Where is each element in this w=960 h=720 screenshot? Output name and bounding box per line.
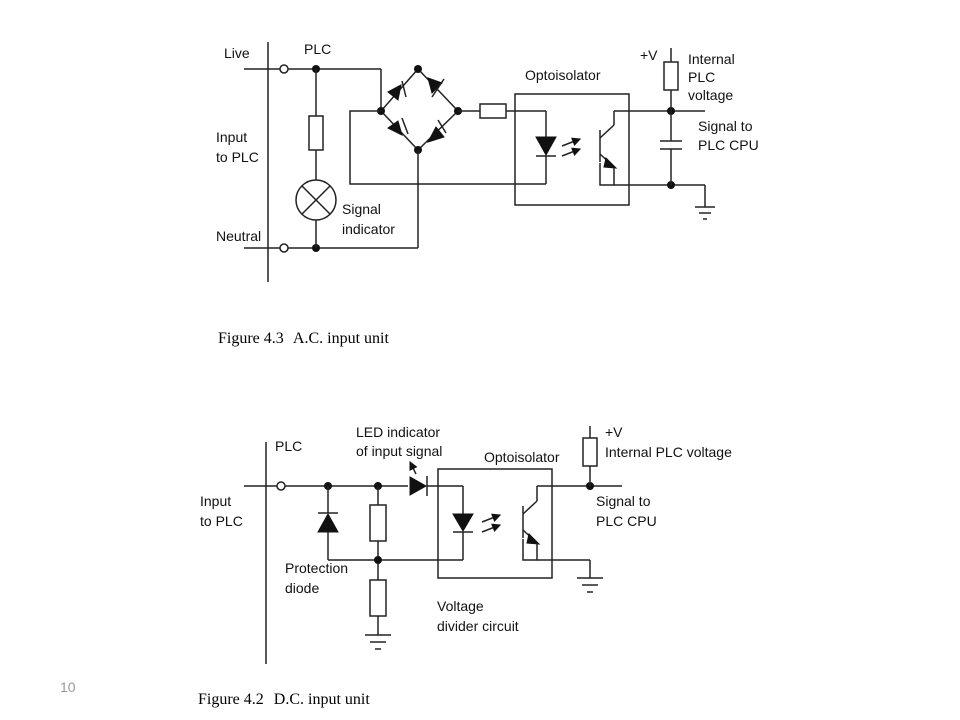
ac-label-optoisolator: Optoisolator [525, 67, 601, 83]
ac-live-terminal [279, 64, 289, 74]
dc-label-plus-v: +V [605, 424, 623, 440]
dc-label-diode: diode [285, 580, 319, 596]
ac-label-live: Live [224, 45, 250, 61]
ac-pullup-resistor [663, 61, 679, 91]
dc-opto-transistor-icon [522, 486, 541, 561]
page-number: 10 [60, 679, 76, 695]
ac-label-input-1: Input [216, 129, 247, 145]
dc-label-plc: PLC [275, 438, 302, 454]
dc-label-divider: divider circuit [437, 618, 519, 634]
ac-figure-caption: Figure 4.3 A.C. input unit [218, 330, 389, 347]
ac-label-plc: PLC [304, 41, 331, 57]
dc-label-voltage: Voltage [437, 598, 484, 614]
ac-optoisolator-box [514, 93, 630, 206]
ac-label-internal-3: voltage [688, 87, 733, 103]
dc-divider-resistor-top [369, 504, 387, 542]
ac-neutral-terminal [279, 243, 289, 253]
ac-label-signal: Signal [342, 201, 381, 217]
ac-bridge-rectifier [377, 65, 462, 154]
ac-series-resistor [308, 115, 324, 151]
dc-label-led-1: LED indicator [356, 424, 440, 440]
ac-input-diagram: Live PLC Optoisolator +V Internal PLC vo… [216, 41, 759, 347]
dc-ground-icon-right [577, 560, 603, 593]
dc-opto-led-icon [452, 486, 502, 560]
dc-input-terminal [276, 481, 286, 491]
dc-label-internal: Internal PLC voltage [605, 444, 732, 460]
dc-label-input-2: to PLC [200, 513, 243, 529]
ac-label-plc-cpu: PLC CPU [698, 137, 759, 153]
dc-junction-c [374, 556, 382, 564]
ac-opto-transistor-icon [599, 111, 618, 186]
dc-label-optoisolator: Optoisolator [484, 449, 560, 465]
dc-input-diagram: PLC LED indicator of input signal Optois… [198, 424, 732, 708]
dc-label-signal-to: Signal to [596, 493, 651, 509]
ac-label-neutral: Neutral [216, 228, 261, 244]
dc-divider-resistor-bottom [369, 579, 387, 617]
ac-opto-led-icon [418, 111, 582, 185]
dc-label-plc-cpu: PLC CPU [596, 513, 657, 529]
ac-label-input-2: to PLC [216, 149, 259, 165]
ac-label-internal-2: PLC [688, 69, 715, 85]
ac-label-indicator: indicator [342, 221, 395, 237]
dc-led-indicator-icon [409, 460, 428, 496]
dc-label-protection: Protection [285, 560, 348, 576]
ac-signal-lamp-icon [295, 179, 337, 221]
dc-label-input-1: Input [200, 493, 231, 509]
ac-limit-resistor [479, 103, 507, 119]
ac-bridge-loop-wire [349, 110, 418, 185]
ac-label-plus-v: +V [640, 47, 658, 63]
ac-filter-capacitor-icon [660, 111, 682, 185]
dc-protection-diode-icon [317, 486, 339, 560]
dc-ground-icon-left [365, 634, 391, 650]
ac-label-signal-to: Signal to [698, 118, 753, 134]
dc-optoisolator-box [437, 468, 553, 579]
dc-figure-caption: Figure 4.2 D.C. input unit [198, 691, 370, 708]
ac-ground-icon [695, 185, 715, 220]
dc-pullup-resistor [582, 437, 598, 467]
ac-label-internal-1: Internal [688, 51, 735, 67]
dc-label-led-2: of input signal [356, 443, 442, 459]
